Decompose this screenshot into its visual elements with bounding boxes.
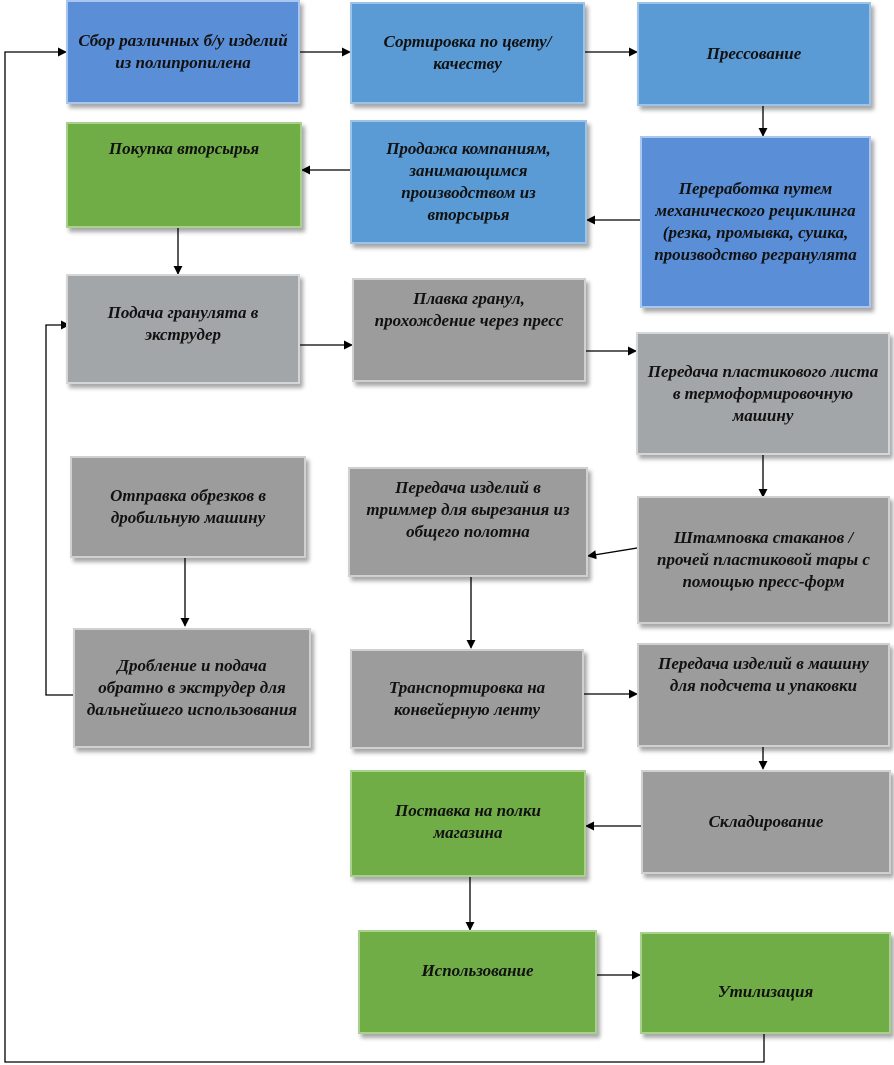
node-dispose: Утилизация: [640, 932, 891, 1034]
node-buy: Покупка вторсырья: [66, 122, 302, 228]
node-crush: Дробление и подача обратно в экструдер д…: [73, 628, 311, 748]
node-sort: Сортировка по цвету/качеству: [350, 2, 585, 104]
node-stamp: Штамповка стаканов / прочей пластиковой …: [637, 496, 890, 624]
arrow-dispose-to-collect: [4, 47, 765, 1063]
node-sell: Продажа компаниям, занимающимся производ…: [350, 120, 587, 244]
node-feed: Подача гранулята в экструдер: [66, 274, 300, 384]
node-count: Передача изделий в машину для подсчета и…: [637, 643, 890, 747]
node-storage: Складирование: [641, 770, 891, 874]
node-collect: Сбор различных б/у изделий из полипропил…: [66, 0, 300, 104]
node-recycle: Переработка путем механического рециклин…: [640, 136, 871, 308]
node-sheet: Передача пластикового листа в термоформи…: [636, 332, 890, 455]
node-press: Прессование: [637, 2, 871, 106]
node-use: Использование: [358, 930, 597, 1034]
arrow-crush-to-feed: [45, 320, 73, 696]
node-melt: Плавка гранул, прохождение через пресс: [352, 278, 586, 382]
node-shelves: Поставка на полки магазина: [350, 770, 586, 877]
node-scraps: Отправка обрезков в дробильную машину: [70, 456, 306, 558]
node-trimmer: Передача изделий в триммер для вырезания…: [348, 467, 588, 577]
arrow-stamp-to-trimmer: [587, 547, 638, 560]
node-conveyor: Транспортировка на конвейерную ленту: [350, 649, 584, 749]
